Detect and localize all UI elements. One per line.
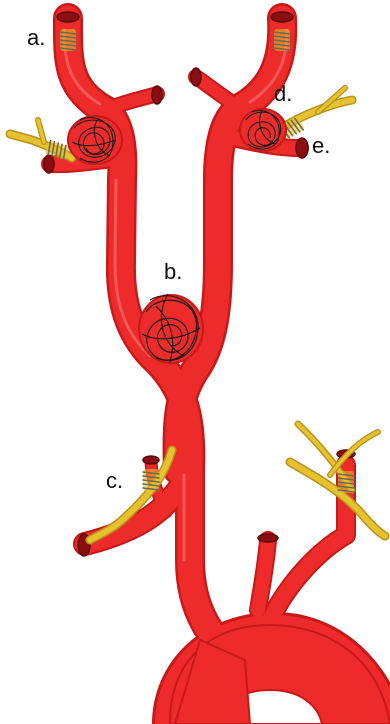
clip-d-icon [274,29,290,51]
stump-left-branch [152,86,162,104]
stump-right-branch [191,68,201,86]
stump-left-top [57,12,79,22]
aneurysm-b-icon [139,294,203,363]
label-e: e. [312,133,330,158]
stump-middle [258,534,278,542]
label-b: b. [164,259,182,284]
label-d: d. [274,81,292,106]
aneurysm-left-icon [68,116,122,164]
aneurysm-right-icon [240,109,286,151]
stump-c [143,456,159,464]
label-c: c. [106,468,123,493]
stump-right-top [271,12,293,22]
aneurysm-sacs [68,109,286,363]
stump-left-side [44,155,54,173]
label-a: a. [27,25,45,50]
clip-right-low-icon [338,471,354,493]
stump-right-side [296,138,308,158]
clip-a-icon [60,29,76,51]
clip-c-icon [143,469,159,491]
